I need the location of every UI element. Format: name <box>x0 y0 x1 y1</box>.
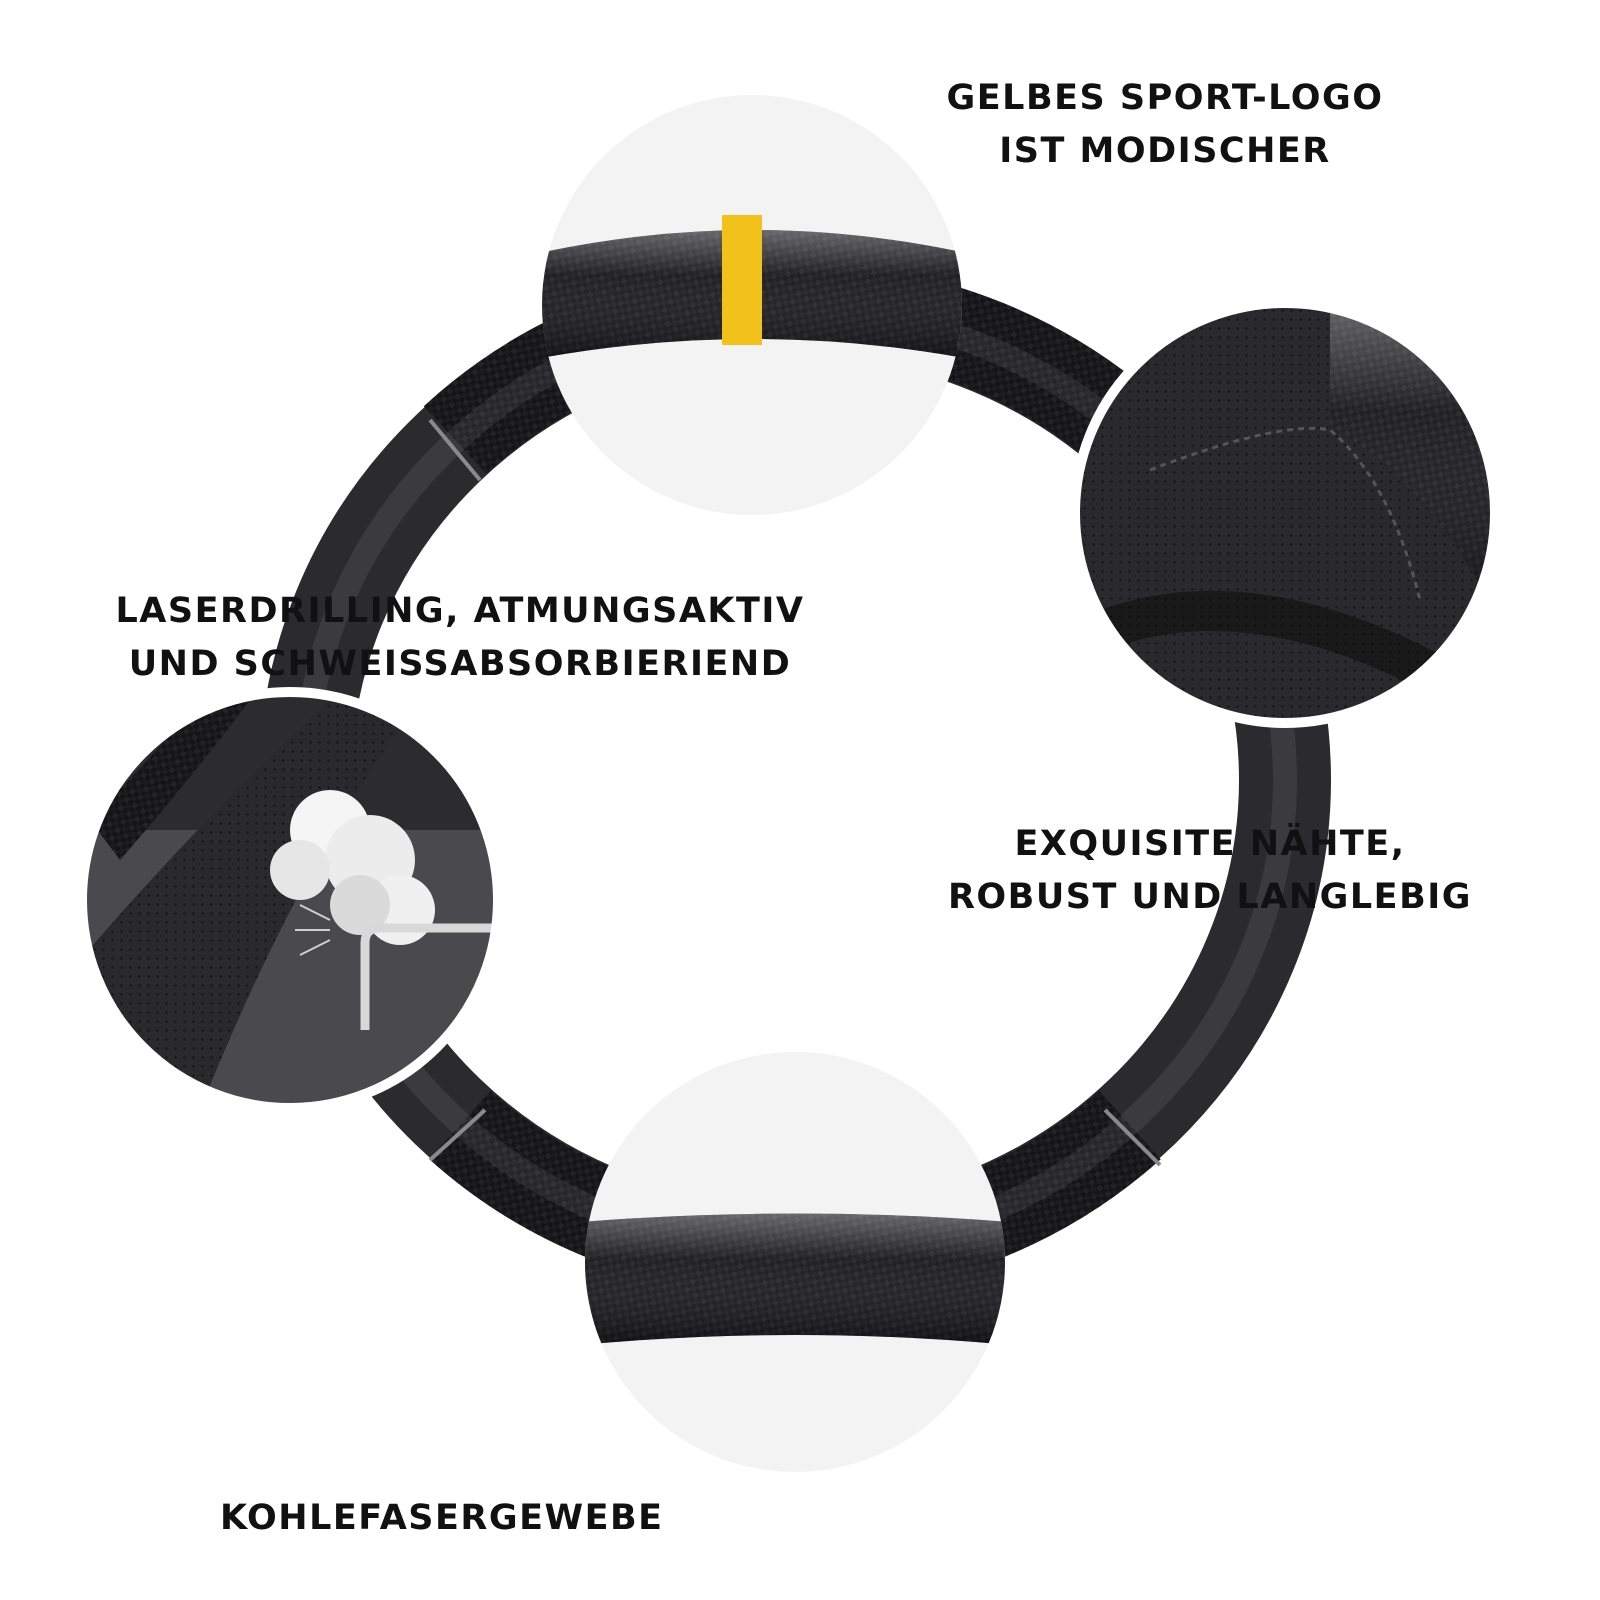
callout-right-stitching <box>1070 298 1500 728</box>
callout-left-breathable <box>77 687 503 1113</box>
caption-sport-logo: GELBES SPORT-LOGO IST MODISCHER <box>930 72 1400 178</box>
caption-line: LASERDRILLING, ATMUNGSAKTIV <box>115 591 805 631</box>
caption-line: KOHLEFASERGEWEBE <box>220 1498 664 1538</box>
yellow-stripe <box>722 215 762 345</box>
callout-top-sport-logo <box>542 95 962 515</box>
caption-line: IST MODISCHER <box>999 131 1331 171</box>
callout-bottom-carbon <box>585 1052 1005 1472</box>
caption-stitching: EXQUISITE NÄHTE, ROBUST UND LANGLEBIG <box>930 818 1490 924</box>
caption-line: EXQUISITE NÄHTE, <box>1014 824 1406 864</box>
caption-line: ROBUST UND LANGLEBIG <box>947 877 1473 917</box>
caption-laser-drilling: LASERDRILLING, ATMUNGSAKTIV UND SCHWEISS… <box>100 585 820 691</box>
caption-line: UND SCHWEISSABSORBIERIEND <box>128 644 792 684</box>
spray-nozzle-icon <box>295 904 498 1030</box>
caption-carbon-fibre: KOHLEFASERGEWEBE <box>220 1492 690 1545</box>
caption-line: GELBES SPORT-LOGO <box>946 78 1384 118</box>
